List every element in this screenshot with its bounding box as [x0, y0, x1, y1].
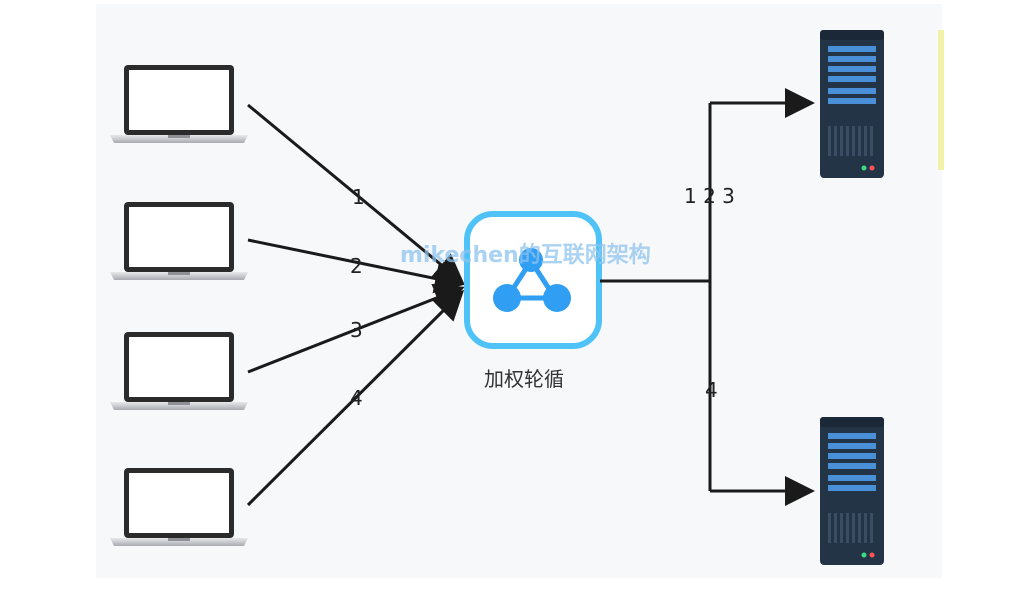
client-laptop-4	[110, 468, 248, 546]
edge-client-3	[247, 283, 465, 374]
edge-client-1	[247, 103, 465, 284]
server-icon-top	[820, 30, 884, 178]
server-icon-bottom	[820, 417, 884, 565]
client-laptop-2	[110, 202, 248, 280]
server-routing-lines	[600, 103, 712, 491]
edge-label-server-2: 4	[705, 378, 718, 402]
edge-label-server-1: 1 2 3	[684, 184, 735, 208]
edge-client-4	[246, 289, 465, 507]
watermark: mikechen的互联网架构	[400, 242, 651, 268]
accent-bar	[938, 30, 944, 170]
edge-label-4: 4	[350, 386, 363, 410]
edge-label-1: 1	[352, 185, 365, 209]
edge-client-2	[247, 238, 465, 294]
edge-label-2: 2	[350, 254, 363, 278]
load-balancer-icon	[464, 211, 602, 349]
client-laptop-1	[110, 65, 248, 143]
balancer-caption: 加权轮循	[484, 367, 564, 391]
edge-label-3: 3	[350, 318, 363, 342]
client-laptop-3	[110, 332, 248, 410]
